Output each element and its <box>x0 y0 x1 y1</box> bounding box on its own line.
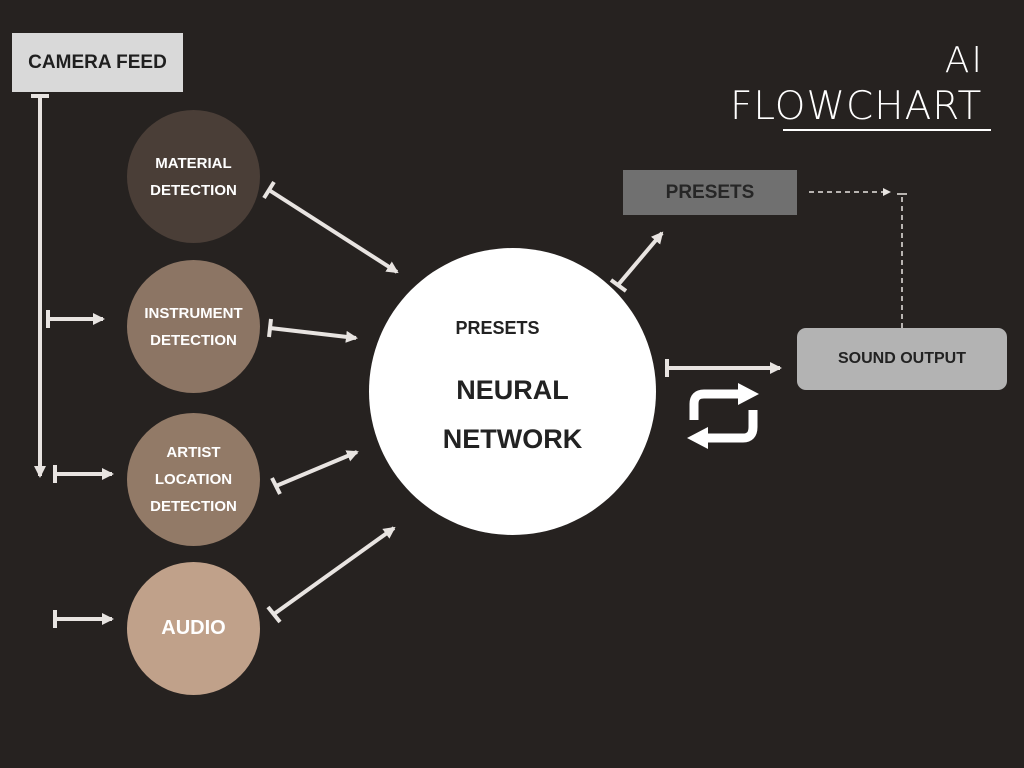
loop-icon <box>687 383 759 449</box>
artist-label-line1: ARTIST <box>166 444 221 461</box>
neural-network-presets-label: PRESETS <box>455 318 540 338</box>
instrument-label-line1: INSTRUMENT <box>144 304 243 322</box>
camera-feed-connector <box>31 94 49 478</box>
neural-network-title-line2: NETWORK <box>442 424 583 454</box>
presets-box: PRESETS <box>623 170 797 215</box>
arrow-artist-to-network <box>270 450 359 495</box>
arrow-material-to-network <box>262 180 399 274</box>
heading-underline <box>783 129 991 131</box>
neural-network-title-line1: NEURAL <box>456 375 569 405</box>
arrow-to-audio <box>53 610 114 628</box>
sound-output-box: SOUND OUTPUT <box>797 328 1007 390</box>
instrument-label-line2: DETECTION <box>150 331 237 349</box>
heading-flowchart: FLOWCHART <box>730 84 983 129</box>
arrow-to-instrument <box>46 310 105 328</box>
heading-ai: AI <box>944 40 984 81</box>
audio-label: AUDIO <box>161 617 226 639</box>
arrow-network-to-presets <box>609 231 664 293</box>
arrow-network-to-sound <box>665 359 782 377</box>
dashed-feedback-connector <box>809 188 907 328</box>
presets-label: PRESETS <box>665 181 755 203</box>
artist-label-line2: LOCATION <box>154 471 233 488</box>
arrow-to-artist <box>53 465 114 483</box>
artist-location-detection-node: ARTIST LOCATION DETECTION <box>127 413 260 546</box>
neural-network-title: NEURAL NETWORK <box>369 366 656 464</box>
sound-output-label: SOUND OUTPUT <box>838 350 966 367</box>
instrument-detection-node: INSTRUMENT DETECTION <box>127 260 260 393</box>
material-detection-node: MATERIAL DETECTION <box>127 110 260 243</box>
camera-feed-box: CAMERA FEED <box>12 33 183 92</box>
neural-network-node: PRESETS NEURAL NETWORK <box>369 248 656 535</box>
material-label-line1: MATERIAL <box>155 154 232 172</box>
material-label-line2: DETECTION <box>150 181 237 199</box>
arrow-instrument-to-network <box>267 318 358 343</box>
artist-label-line3: DETECTION <box>150 498 237 515</box>
camera-feed-label: CAMERA FEED <box>28 51 167 73</box>
arrow-audio-to-network <box>266 526 396 624</box>
audio-node: AUDIO <box>127 562 260 695</box>
